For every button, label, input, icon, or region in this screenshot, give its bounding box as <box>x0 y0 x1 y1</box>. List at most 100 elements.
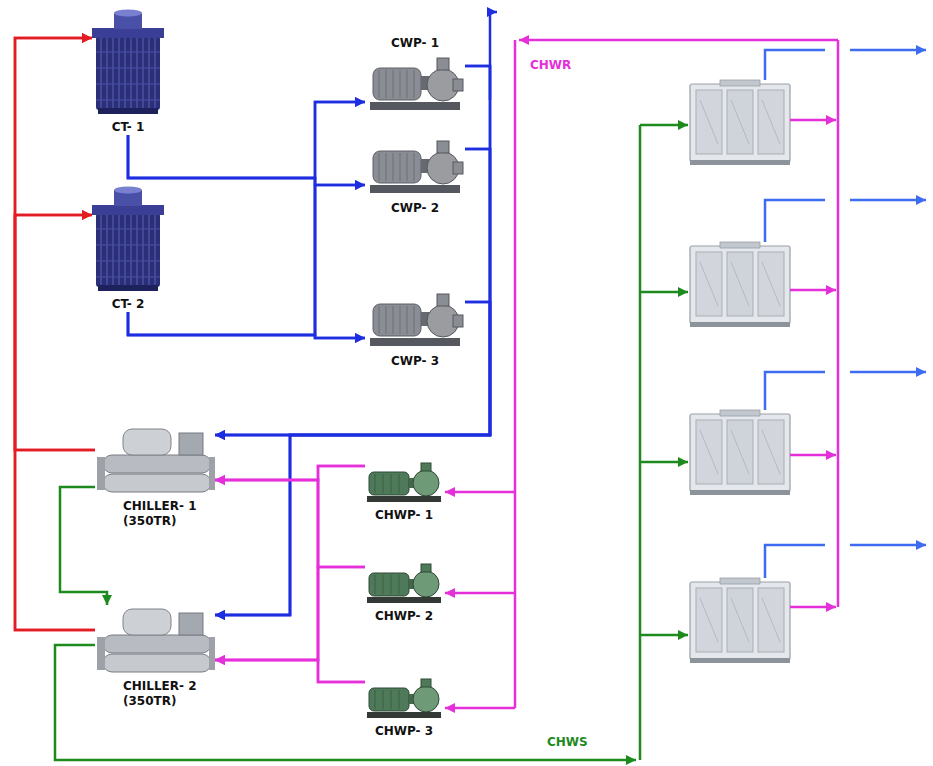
chwr-header <box>837 40 840 607</box>
chiller-waterbox <box>97 457 105 490</box>
pump-fin <box>391 474 392 493</box>
pump-inlet <box>453 315 463 327</box>
pump-fin <box>379 70 380 98</box>
tower-louver <box>137 215 138 285</box>
equipment-node: CT- 2 <box>92 185 164 312</box>
equipment-label: CHWP- 1 <box>365 508 443 523</box>
layout-pipes <box>55 12 926 760</box>
connector-layer <box>15 38 490 682</box>
tower-louver <box>101 38 102 108</box>
tower-louver <box>155 215 156 285</box>
pump-fin <box>400 153 401 181</box>
chws-pipe <box>640 124 688 127</box>
chwr-pipe <box>790 454 836 457</box>
pump-motor <box>373 68 421 100</box>
pipe-connector <box>215 567 365 660</box>
tower-louver <box>96 100 160 101</box>
tower-deck <box>92 28 164 38</box>
pipe-connector <box>215 466 365 660</box>
line-label: CHWR <box>528 58 573 73</box>
pump-fin <box>386 153 387 181</box>
pump-fin <box>379 153 380 181</box>
chiller-shell <box>103 635 211 653</box>
pump-base <box>367 496 441 502</box>
pump-outlet <box>421 679 431 687</box>
pump-fin <box>407 70 408 98</box>
tower-louver <box>96 261 160 262</box>
pump-fin <box>375 474 376 493</box>
tower-louver <box>101 215 102 285</box>
equipment-icon <box>95 425 215 495</box>
supply-air-duct <box>765 50 825 80</box>
pump-fin <box>414 153 415 181</box>
equipment-node: CT- 1 <box>92 8 164 135</box>
equipment-node: CHWP- 3 <box>365 678 443 739</box>
chwr-pipe <box>790 289 836 292</box>
pump-fin <box>414 70 415 98</box>
equipment-icon <box>95 605 215 675</box>
equipment-label: CHILLER- 1 (350TR) <box>123 499 213 529</box>
tower-louver <box>125 38 126 108</box>
supply-air-arrow <box>850 49 926 52</box>
pump-fin <box>407 153 408 181</box>
equipment-label: CWP- 3 <box>365 354 465 369</box>
pump-motor <box>373 151 421 183</box>
pump-fin <box>399 474 400 493</box>
chwr-pipe <box>790 119 836 122</box>
pipe-connector <box>128 102 365 335</box>
tower-louver <box>96 84 160 85</box>
pump-fin <box>399 690 400 709</box>
ahu-illustration <box>690 80 790 165</box>
pipe-connector <box>215 149 490 435</box>
chiller-waterbox <box>209 457 215 490</box>
ahu-illustration <box>690 410 790 495</box>
equipment-icon <box>365 678 443 720</box>
pump-fin <box>400 70 401 98</box>
pump-motor <box>369 573 409 596</box>
pump-fin <box>386 306 387 334</box>
pump-outlet <box>421 463 431 471</box>
chwr-header <box>514 40 517 708</box>
equipment-label: CT- 1 <box>92 120 164 135</box>
tower-louver <box>107 215 108 285</box>
chiller-waterbox <box>209 637 215 670</box>
tower-louver <box>113 215 114 285</box>
pump-fin <box>375 690 376 709</box>
chiller-compressor <box>123 609 171 635</box>
pump-fin <box>393 306 394 334</box>
tower-louver <box>107 38 108 108</box>
supply-air-arrow <box>850 371 926 374</box>
supply-air-arrow <box>850 199 926 202</box>
tower-louver <box>149 38 150 108</box>
equipment-icon <box>92 8 164 116</box>
tower-louver <box>155 38 156 108</box>
chws-pipe <box>55 645 636 760</box>
pump-outlet <box>421 564 431 572</box>
pipe-connector <box>215 66 490 435</box>
tower-louver <box>96 68 160 69</box>
equipment-node: CHILLER- 1 (350TR) <box>95 425 215 529</box>
equipment-label: CWP- 1 <box>365 36 465 51</box>
pump-outlet <box>437 294 449 306</box>
tower-louver <box>125 215 126 285</box>
ahu-illustration <box>690 242 790 327</box>
equipment-node: CWP- 1 <box>365 36 465 114</box>
equipment-label: CHWP- 3 <box>365 724 443 739</box>
chwr-header <box>519 39 838 42</box>
pump-base <box>370 102 460 110</box>
tower-louver <box>96 52 160 53</box>
pipe-connector <box>128 135 365 338</box>
tower-louver <box>149 215 150 285</box>
pump-outlet <box>437 58 449 70</box>
tower-louver <box>113 38 114 108</box>
pump-fin <box>393 70 394 98</box>
tower-deck <box>92 205 164 215</box>
ahu-illustration <box>690 578 790 663</box>
pipe-connector <box>215 466 365 480</box>
pump-inlet <box>453 79 463 91</box>
tower-louver <box>143 38 144 108</box>
tower-body <box>96 36 160 110</box>
pump-fin <box>393 153 394 181</box>
pump-fin <box>414 306 415 334</box>
chiller-panel <box>179 433 203 455</box>
